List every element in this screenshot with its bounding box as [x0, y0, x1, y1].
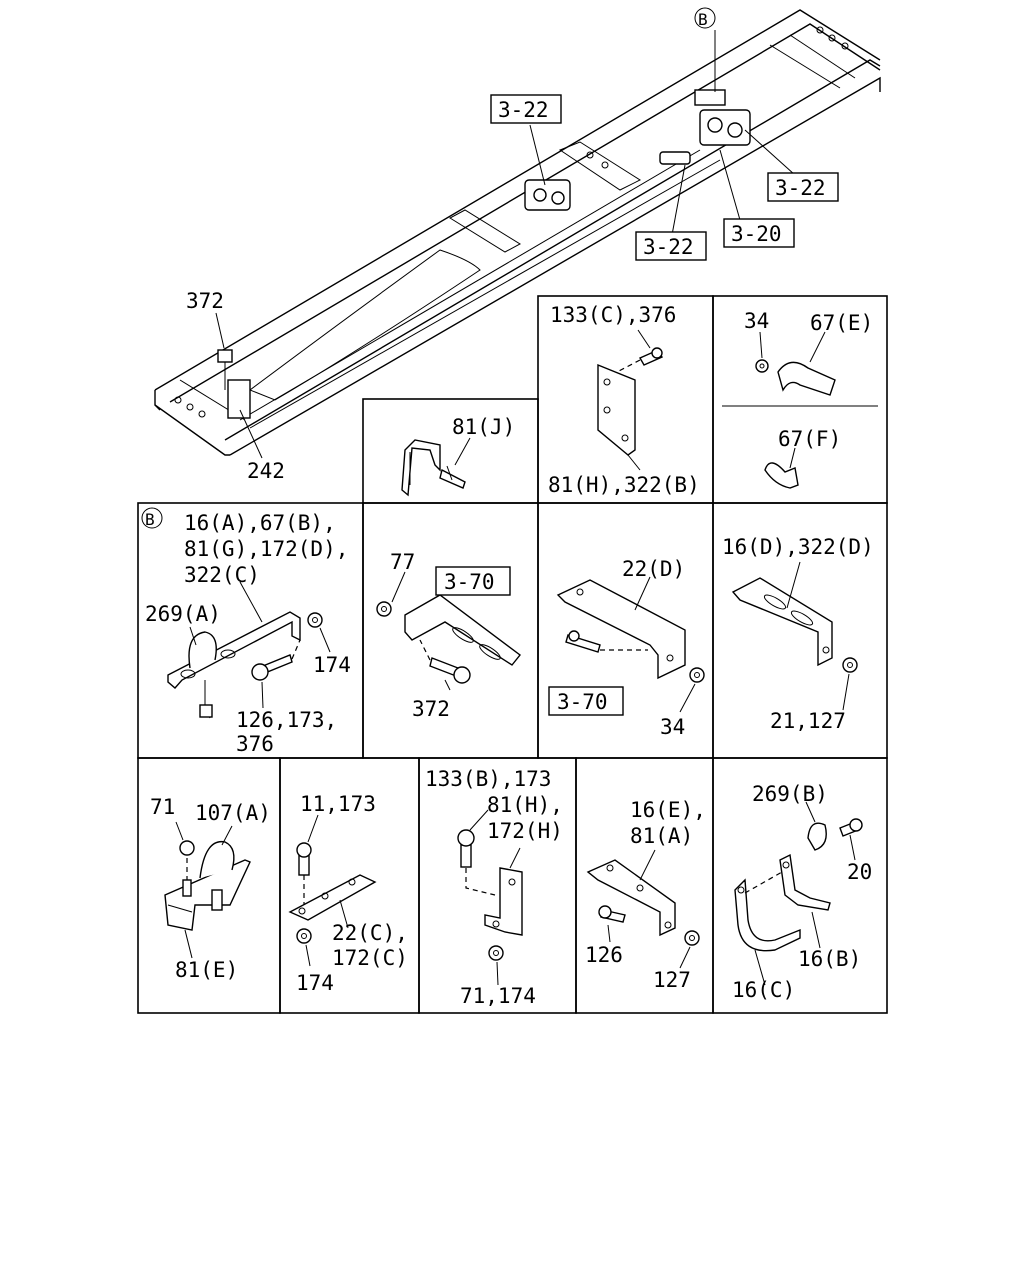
label-67e: 67(E) [810, 311, 873, 335]
label-127: 127 [653, 968, 691, 992]
label-81j: 81(J) [452, 415, 515, 439]
label-172h: 172(H) [487, 819, 563, 843]
cell-133c: 133(C),376 81(H),322(B) [548, 303, 700, 497]
label-21-127: 21,127 [770, 709, 846, 733]
ref-3-22-right: 3-22 [775, 176, 826, 200]
ref-3-70-b: 3-70 [557, 690, 608, 714]
label-34-b: 34 [660, 715, 685, 739]
chassis-frame-illustration: 3-22 3-22 3-22 3-20 B 372 242 [154, 7, 881, 483]
ref-box-3-20[interactable] [723, 218, 795, 248]
detail-marker-b: B [698, 10, 708, 29]
ref-3-20: 3-20 [731, 222, 782, 246]
label-16a-67b: 16(A),67(B), [184, 511, 336, 535]
cell-77: 77 3-70 372 [376, 550, 521, 721]
label-81g-172d: 81(G),172(D), [184, 537, 348, 561]
label-81h-322b: 81(H),322(B) [548, 473, 700, 497]
label-16e: 16(E), [630, 798, 706, 822]
ref-3-22-top: 3-22 [498, 98, 549, 122]
label-126: 126 [585, 943, 623, 967]
ref-box-3-22-top[interactable] [490, 94, 562, 124]
label-376-b: 376 [236, 732, 274, 756]
label-172c: 172(C) [332, 946, 408, 970]
label-126-173: 126,173, [236, 708, 337, 732]
cell-22d: 22(D) 3-70 34 [548, 557, 705, 739]
label-22d: 22(D) [622, 557, 685, 581]
label-133c-376: 133(C),376 [550, 303, 676, 327]
label-34: 34 [744, 309, 769, 333]
label-71-174: 71,174 [460, 984, 536, 1008]
cell-269b: 269(B) 20 16(B) 16(C) [732, 782, 872, 1002]
cell-16d: 16(D),322(D) 21,127 [722, 535, 874, 733]
label-11-173: 11,173 [300, 792, 376, 816]
label-242: 242 [247, 459, 285, 483]
label-20: 20 [847, 860, 872, 884]
cell-b: B 16(A),67(B), 81(G),172(D), 322(C) 269(… [141, 507, 351, 756]
label-81a: 81(A) [630, 824, 693, 848]
label-107a: 107(A) [195, 801, 271, 825]
label-77: 77 [390, 550, 415, 574]
cell-11: 11,173 22(C), 172(C) 174 [288, 792, 408, 995]
cell-b-marker: B [145, 510, 155, 529]
ref-box-3-70-a[interactable] [435, 566, 511, 596]
label-71: 71 [150, 795, 175, 819]
detail-grid [137, 295, 888, 1014]
label-372-b: 372 [412, 697, 450, 721]
label-16b: 16(B) [798, 947, 861, 971]
ref-box-3-22-bottom[interactable] [635, 231, 707, 261]
label-81h: 81(H), [487, 793, 563, 817]
ref-box-3-22-right[interactable] [767, 172, 839, 202]
label-174-b: 174 [313, 653, 351, 677]
label-372: 372 [186, 289, 224, 313]
ref-3-22-bottom: 3-22 [643, 235, 694, 259]
label-269a: 269(A) [145, 602, 221, 626]
label-67f: 67(F) [778, 427, 841, 451]
label-16d-322d: 16(D),322(D) [722, 535, 874, 559]
cell-71: 71 107(A) 81(E) [150, 795, 271, 982]
cell-67e-67f: 34 67(E) 67(F) [744, 309, 873, 489]
label-322c: 322(C) [184, 563, 260, 587]
ref-3-70-a: 3-70 [444, 570, 495, 594]
cell-133b: 133(B),173 81(H), 172(H) 71,174 [425, 767, 563, 1008]
label-133b-173: 133(B),173 [425, 767, 551, 791]
ref-box-3-70-b[interactable] [548, 686, 624, 716]
label-81e: 81(E) [175, 958, 238, 982]
label-22c: 22(C), [332, 921, 408, 945]
cell-16e: 16(E), 81(A) 126 127 [585, 798, 706, 992]
label-174-c: 174 [296, 971, 334, 995]
label-269b: 269(B) [752, 782, 828, 806]
label-16c: 16(C) [732, 978, 795, 1002]
cell-81j: 81(J) [401, 415, 515, 497]
